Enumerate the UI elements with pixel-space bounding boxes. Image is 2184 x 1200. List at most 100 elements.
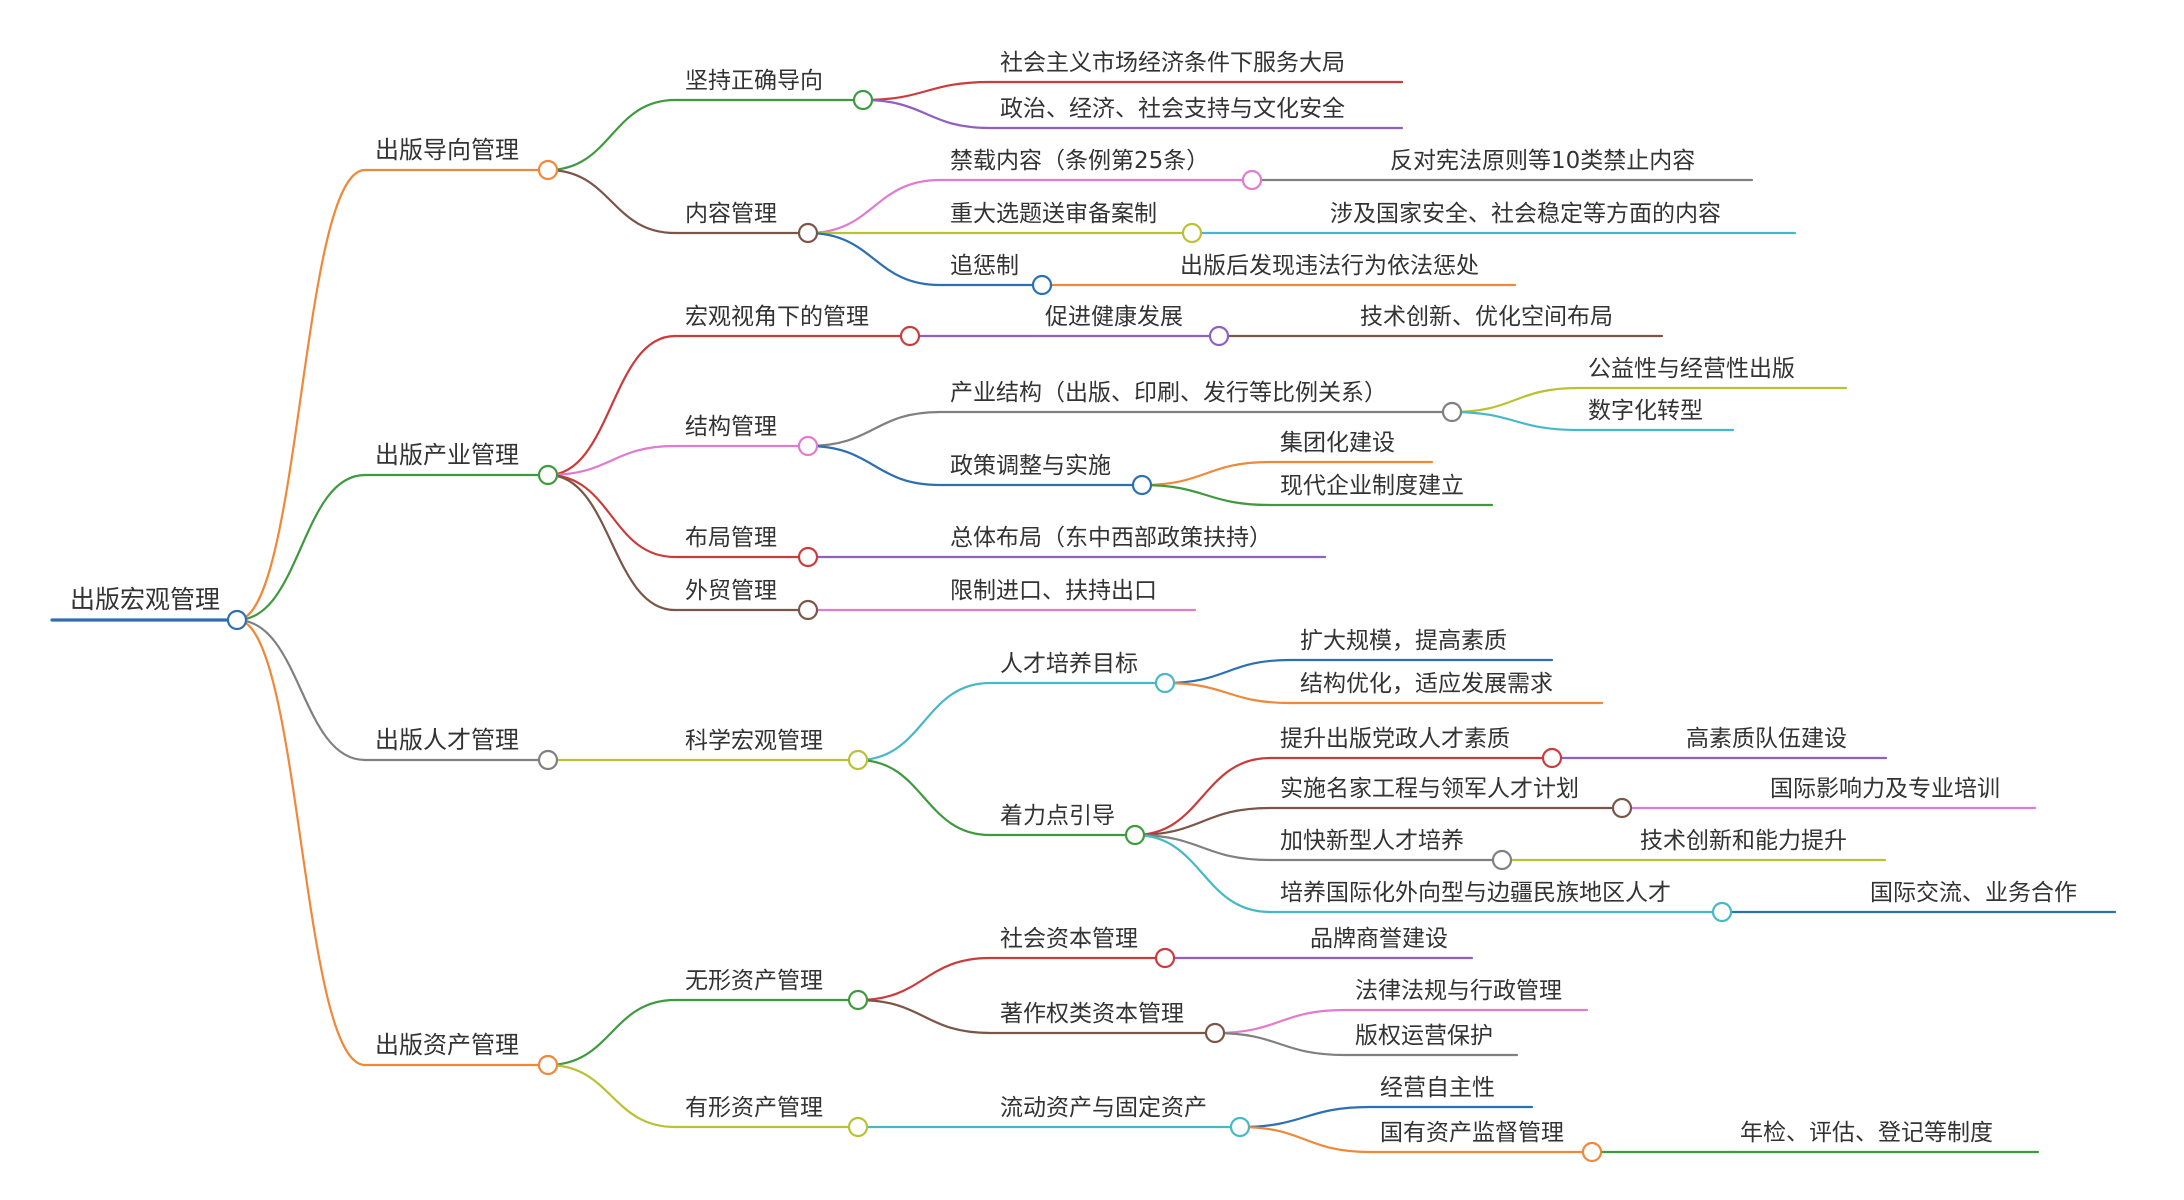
node-label: 涉及国家安全、社会稳定等方面的内容 bbox=[1330, 201, 1721, 227]
node-n3a1[interactable]: 人才培养目标 bbox=[988, 651, 1176, 694]
node-n2b2b[interactable]: 现代企业制度建立 bbox=[1268, 473, 1494, 507]
collapse-toggle-icon[interactable] bbox=[852, 89, 874, 111]
collapse-toggle-icon[interactable] bbox=[537, 749, 559, 771]
collapse-toggle-icon[interactable] bbox=[537, 464, 559, 486]
collapse-toggle-icon[interactable] bbox=[1181, 222, 1203, 244]
collapse-toggle-icon[interactable] bbox=[537, 1054, 559, 1076]
collapse-toggle-icon[interactable] bbox=[1541, 747, 1563, 769]
node-n4a2a[interactable]: 法律法规与行政管理 bbox=[1343, 978, 1589, 1012]
node-n2a1a[interactable]: 技术创新、优化空间布局 bbox=[1348, 304, 1664, 338]
node-n3[interactable]: 出版人才管理 bbox=[363, 726, 559, 771]
node-label: 总体布局（东中西部政策扶持） bbox=[950, 525, 1272, 551]
node-n4a2[interactable]: 著作权类资本管理 bbox=[988, 1001, 1226, 1044]
collapse-toggle-icon[interactable] bbox=[1154, 947, 1176, 969]
node-n4b1b[interactable]: 国有资产监督管理 bbox=[1368, 1120, 1603, 1163]
node-n4a[interactable]: 无形资产管理 bbox=[673, 968, 869, 1011]
edge-n3a2a bbox=[1134, 756, 1271, 837]
collapse-toggle-icon[interactable] bbox=[226, 609, 248, 631]
node-n1b3a[interactable]: 出版后发现违法行为依法惩处 bbox=[1168, 253, 1517, 287]
collapse-toggle-icon[interactable] bbox=[847, 1116, 869, 1138]
node-n4b1[interactable]: 流动资产与固定资产 bbox=[988, 1095, 1251, 1138]
node-root[interactable]: 出版宏观管理 bbox=[50, 585, 248, 631]
node-n2c1[interactable]: 总体布局（东中西部政策扶持） bbox=[938, 525, 1327, 559]
collapse-toggle-icon[interactable] bbox=[1131, 474, 1153, 496]
node-label: 数字化转型 bbox=[1588, 398, 1703, 424]
collapse-toggle-icon[interactable] bbox=[1611, 797, 1633, 819]
edges bbox=[236, 80, 1860, 1154]
collapse-toggle-icon[interactable] bbox=[797, 435, 819, 457]
collapse-toggle-icon[interactable] bbox=[1581, 1141, 1603, 1163]
node-n1a1[interactable]: 社会主义市场经济条件下服务大局 bbox=[988, 50, 1404, 84]
collapse-toggle-icon[interactable] bbox=[899, 325, 921, 347]
edge-n2a bbox=[547, 334, 676, 477]
node-n1b1a[interactable]: 反对宪法原则等10类禁止内容 bbox=[1378, 148, 1754, 182]
collapse-toggle-icon[interactable] bbox=[1241, 169, 1263, 191]
node-label: 产业结构（出版、印刷、发行等比例关系） bbox=[950, 380, 1387, 406]
edge-n1a bbox=[547, 98, 676, 172]
collapse-toggle-icon[interactable] bbox=[1031, 274, 1053, 296]
collapse-toggle-icon[interactable] bbox=[1154, 672, 1176, 694]
node-n2b1b[interactable]: 数字化转型 bbox=[1576, 398, 1735, 432]
collapse-toggle-icon[interactable] bbox=[1491, 849, 1513, 871]
node-label: 外贸管理 bbox=[685, 578, 777, 604]
node-n2c[interactable]: 布局管理 bbox=[673, 525, 819, 568]
collapse-toggle-icon[interactable] bbox=[1711, 901, 1733, 923]
node-n3a[interactable]: 科学宏观管理 bbox=[673, 728, 869, 771]
node-n4b[interactable]: 有形资产管理 bbox=[673, 1095, 869, 1138]
node-n2a1[interactable]: 促进健康发展 bbox=[1033, 304, 1230, 347]
node-n4a1a[interactable]: 品牌商誉建设 bbox=[1298, 926, 1474, 960]
node-n2d[interactable]: 外贸管理 bbox=[673, 578, 819, 621]
collapse-toggle-icon[interactable] bbox=[537, 159, 559, 181]
node-n4a1[interactable]: 社会资本管理 bbox=[988, 926, 1176, 969]
node-n2a[interactable]: 宏观视角下的管理 bbox=[673, 304, 921, 347]
node-n4b1a[interactable]: 经营自主性 bbox=[1368, 1075, 1534, 1109]
node-label: 公益性与经营性出版 bbox=[1588, 356, 1795, 382]
node-n2b1[interactable]: 产业结构（出版、印刷、发行等比例关系） bbox=[938, 380, 1463, 423]
node-n1a[interactable]: 坚持正确导向 bbox=[673, 68, 874, 111]
node-n2b1a[interactable]: 公益性与经营性出版 bbox=[1576, 356, 1848, 390]
node-n3a2b1[interactable]: 国际影响力及专业培训 bbox=[1758, 776, 2037, 810]
edge-n2b1a bbox=[1451, 386, 1579, 414]
node-label: 宏观视角下的管理 bbox=[685, 304, 869, 330]
collapse-toggle-icon[interactable] bbox=[1124, 824, 1146, 846]
collapse-toggle-icon[interactable] bbox=[847, 749, 869, 771]
node-n3a2d1[interactable]: 国际交流、业务合作 bbox=[1858, 880, 2117, 914]
node-n3a2b[interactable]: 实施名家工程与领军人才计划 bbox=[1268, 776, 1633, 819]
node-n3a2c1[interactable]: 技术创新和能力提升 bbox=[1628, 828, 1887, 862]
node-n2[interactable]: 出版产业管理 bbox=[363, 441, 559, 486]
node-label: 人才培养目标 bbox=[1000, 651, 1138, 677]
collapse-toggle-icon[interactable] bbox=[1204, 1022, 1226, 1044]
node-n3a2c[interactable]: 加快新型人才培养 bbox=[1268, 828, 1513, 871]
node-n3a2a[interactable]: 提升出版党政人才素质 bbox=[1268, 726, 1563, 769]
collapse-toggle-icon[interactable] bbox=[797, 599, 819, 621]
node-n1b2[interactable]: 重大选题送审备案制 bbox=[938, 201, 1203, 244]
node-n1b1[interactable]: 禁载内容（条例第25条） bbox=[938, 148, 1263, 191]
node-n3a2d[interactable]: 培养国际化外向型与边疆民族地区人才 bbox=[1268, 880, 1733, 923]
collapse-toggle-icon[interactable] bbox=[797, 222, 819, 244]
collapse-toggle-icon[interactable] bbox=[797, 546, 819, 568]
collapse-toggle-icon[interactable] bbox=[1229, 1116, 1251, 1138]
node-n1b[interactable]: 内容管理 bbox=[673, 201, 819, 244]
node-label: 版权运营保护 bbox=[1355, 1023, 1493, 1049]
node-n2b2a[interactable]: 集团化建设 bbox=[1268, 430, 1434, 464]
node-n3a1b[interactable]: 结构优化，适应发展需求 bbox=[1288, 671, 1604, 705]
node-n1b2a[interactable]: 涉及国家安全、社会稳定等方面的内容 bbox=[1318, 201, 1797, 235]
collapse-toggle-icon[interactable] bbox=[1441, 401, 1463, 423]
node-label: 结构优化，适应发展需求 bbox=[1300, 671, 1553, 697]
collapse-toggle-icon[interactable] bbox=[847, 989, 869, 1011]
edge-n4b1a bbox=[1239, 1105, 1371, 1129]
node-n3a2[interactable]: 着力点引导 bbox=[988, 803, 1146, 846]
collapse-toggle-icon[interactable] bbox=[1208, 325, 1230, 347]
node-n3a1a[interactable]: 扩大规模，提高素质 bbox=[1288, 628, 1554, 662]
node-n1a2[interactable]: 政治、经济、社会支持与文化安全 bbox=[988, 96, 1404, 130]
node-n2d1[interactable]: 限制进口、扶持出口 bbox=[938, 578, 1197, 612]
node-n2b2[interactable]: 政策调整与实施 bbox=[938, 453, 1153, 496]
node-n4[interactable]: 出版资产管理 bbox=[363, 1031, 559, 1076]
edge-n1 bbox=[236, 168, 366, 622]
node-n3a2a1[interactable]: 高素质队伍建设 bbox=[1674, 726, 1888, 760]
node-n1b3[interactable]: 追惩制 bbox=[938, 253, 1053, 296]
node-n4b1b1[interactable]: 年检、评估、登记等制度 bbox=[1728, 1120, 2040, 1154]
node-n4a2b[interactable]: 版权运营保护 bbox=[1343, 1023, 1519, 1057]
node-n2b[interactable]: 结构管理 bbox=[673, 414, 819, 457]
node-n1[interactable]: 出版导向管理 bbox=[363, 136, 559, 181]
